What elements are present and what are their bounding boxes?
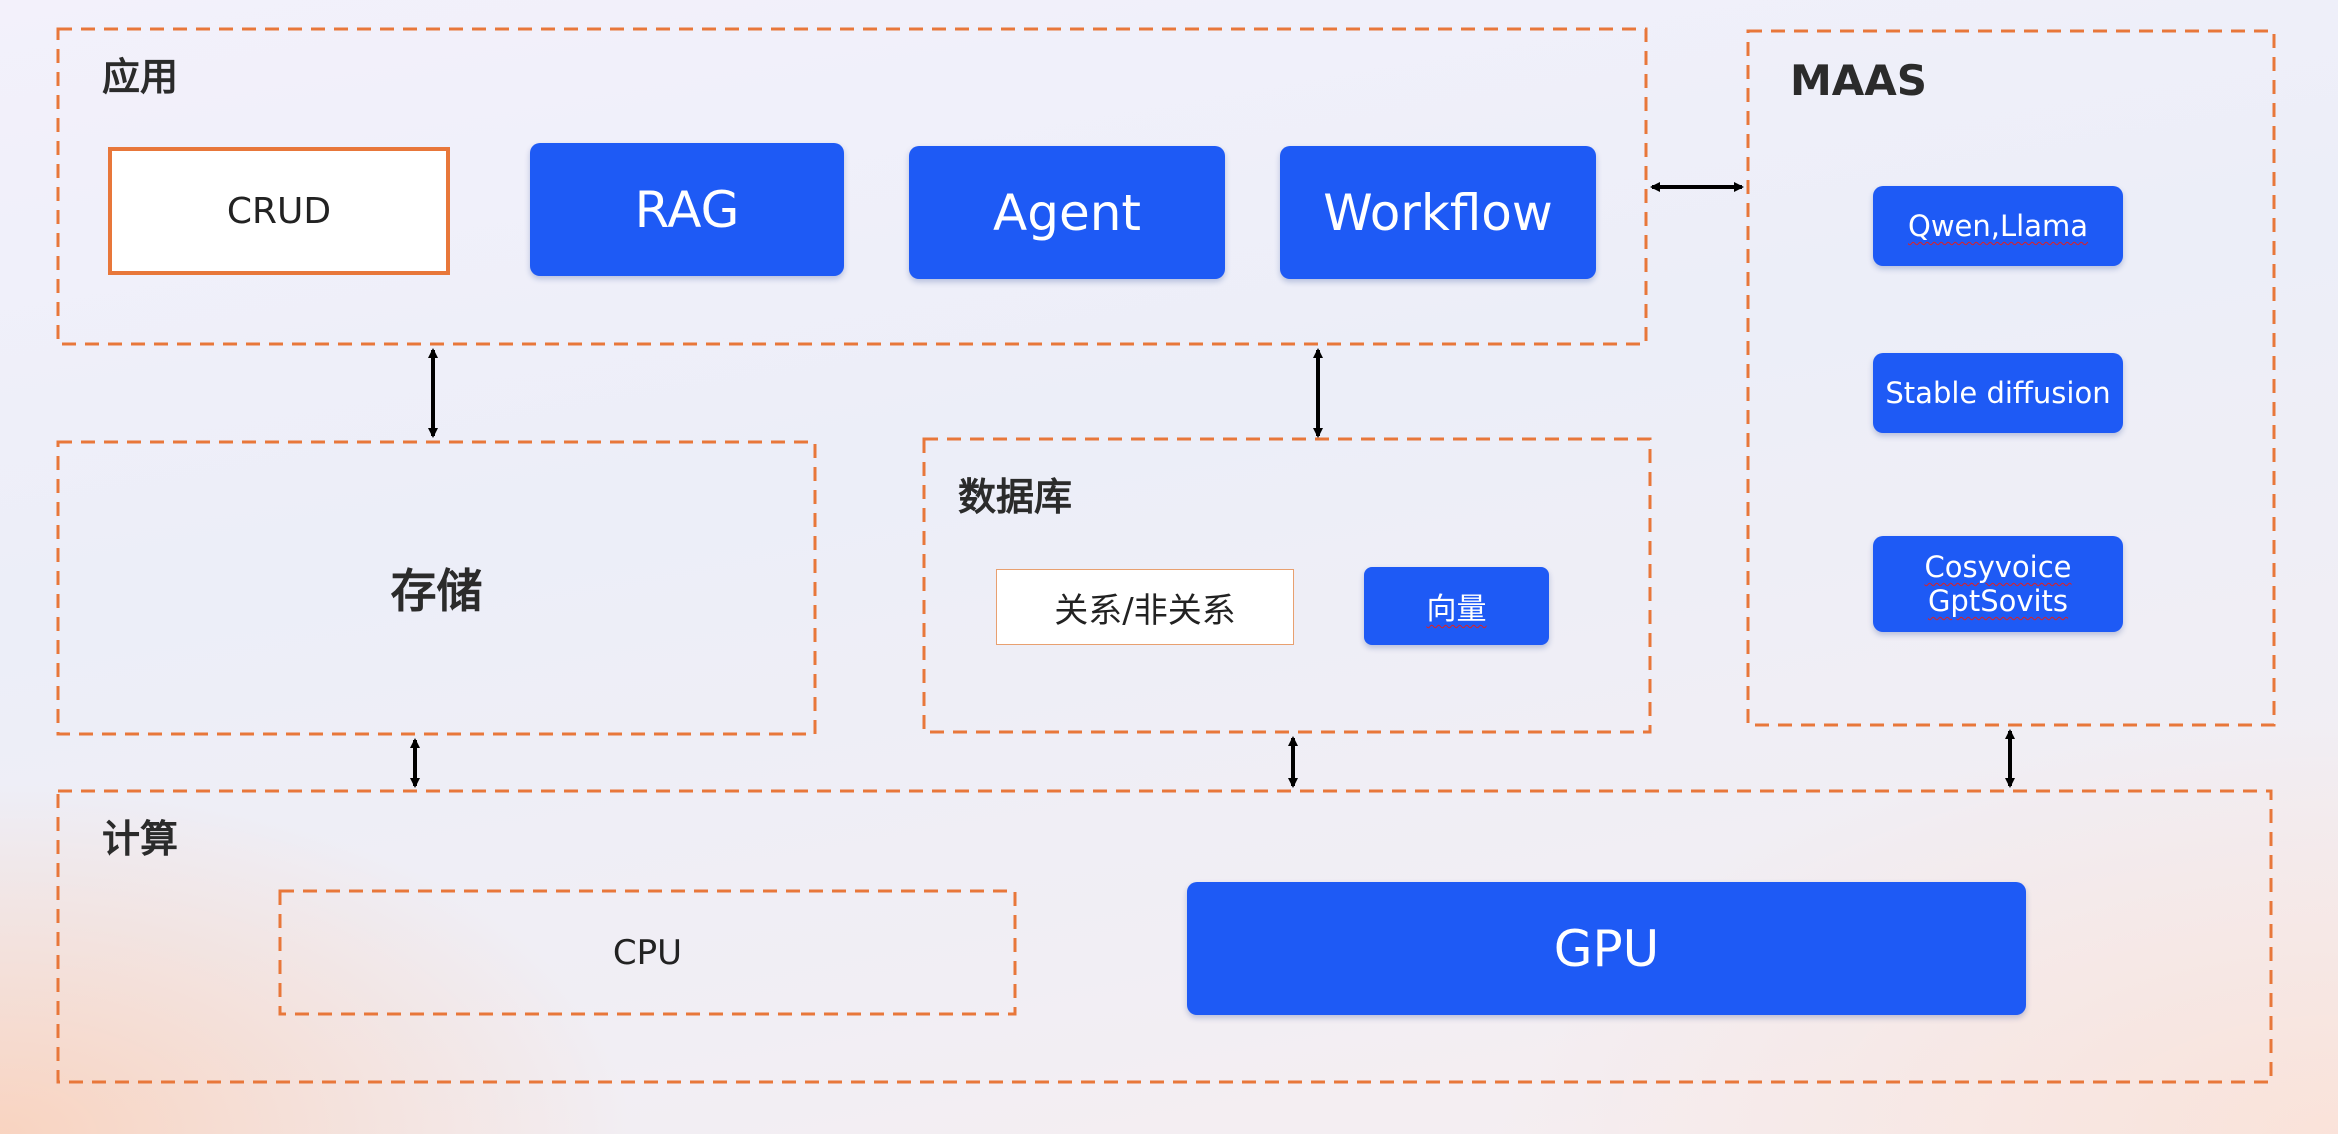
stable-diffusion-label: Stable diffusion [1885, 376, 2111, 410]
storage-group-border [56, 440, 817, 736]
app-group-title: 应用 [102, 55, 179, 99]
database-group-title: 数据库 [958, 475, 1073, 519]
qwen-llama-label: Qwen,Llama [1908, 209, 2088, 243]
agent-box: Agent [909, 146, 1225, 279]
rag-box: RAG [530, 143, 844, 276]
compute-group-title: 计算 [102, 817, 179, 861]
relational-label: 关系/非关系 [1054, 590, 1236, 631]
vector-label: 向量 [1426, 592, 1487, 627]
gpu-box: GPU [1187, 882, 2026, 1015]
workflow-label: Workflow [1323, 183, 1553, 242]
compute-group-border [56, 789, 2273, 1084]
gpu-label: GPU [1553, 919, 1660, 978]
storage-group-title: 存储 [390, 564, 483, 618]
workflow-box: Workflow [1280, 146, 1596, 279]
app-group-border [56, 27, 1648, 346]
vector-box: 向量 [1364, 567, 1549, 645]
qwen-llama-box: Qwen,Llama [1873, 186, 2123, 266]
agent-label: Agent [993, 183, 1141, 242]
cosyvoice-label: Cosyvoice [1924, 550, 2072, 584]
cpu-box-border [278, 889, 1017, 1016]
gptsovits-label: GptSovits [1927, 584, 2069, 618]
crud-label: CRUD [226, 190, 332, 232]
database-group-border [922, 437, 1652, 734]
rag-label: RAG [634, 180, 740, 239]
crud-box: CRUD [108, 147, 450, 275]
cosyvoice-box: Cosyvoice GptSovits [1873, 536, 2123, 632]
maas-group-title: MAAS [1790, 56, 1928, 105]
cpu-label: CPU [612, 932, 683, 973]
relational-box: 关系/非关系 [996, 569, 1294, 645]
maas-group-border [1746, 29, 2276, 727]
stable-diffusion-box: Stable diffusion [1873, 353, 2123, 433]
